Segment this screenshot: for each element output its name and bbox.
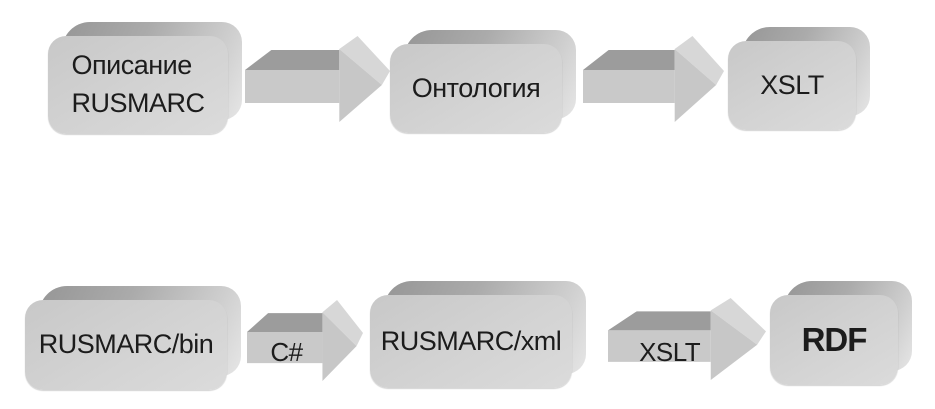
arrow-head-facet	[710, 297, 766, 345]
box-opisanie-rusmarc: Описание RUSMARC	[48, 22, 242, 134]
box-label: RUSMARC/bin	[38, 329, 214, 360]
flow-arrow-bottom-1: C#	[247, 299, 363, 382]
arrow-head	[339, 49, 382, 122]
flow-arrow-top-1	[245, 35, 390, 123]
right-arrow-icon	[608, 297, 766, 381]
right-arrow-icon	[245, 36, 390, 122]
right-arrow-icon	[247, 299, 363, 382]
box-label: RUSMARC/xml	[380, 325, 562, 356]
box-rusmarc-xml: RUSMARC/xml	[370, 281, 586, 388]
box-label: Онтология	[411, 72, 541, 103]
box-ontologiya: Онтология	[390, 30, 576, 133]
arrow-head	[710, 310, 758, 381]
arrow-head-facet	[339, 36, 390, 85]
box-face: RUSMARC/xml	[370, 295, 572, 388]
box-rdf: RDF	[770, 281, 912, 385]
box-xslt-top: XSLT	[728, 27, 870, 130]
box-label: XSLT	[760, 69, 824, 100]
arrow-label-xslt: XSLT	[639, 337, 701, 367]
right-arrow-icon	[583, 36, 724, 122]
arrow-shaft	[247, 332, 323, 364]
arrow-shaft	[608, 330, 711, 362]
box-rusmarc-bin: RUSMARC/bin	[25, 286, 241, 390]
box-face: XSLT	[728, 41, 856, 130]
box-face: RDF	[770, 295, 898, 385]
arrow-shaft	[245, 70, 340, 103]
box-label: Описание RUSMARC	[71, 50, 205, 118]
arrow-top-face	[583, 50, 675, 70]
flow-arrow-bottom-2: XSLT	[608, 297, 766, 381]
arrow-top-face	[247, 313, 323, 333]
box-label: RDF	[801, 320, 868, 358]
arrow-top-face	[608, 311, 711, 331]
box-face: Описание RUSMARC	[48, 36, 228, 134]
arrow-label-csharp: C#	[270, 337, 303, 367]
arrow-head-facet	[674, 36, 724, 85]
box-face: RUSMARC/bin	[25, 300, 227, 390]
arrow-top-face	[245, 50, 340, 70]
arrow-head-facet	[322, 299, 363, 347]
flow-arrow-top-2	[583, 35, 724, 123]
arrow-head	[674, 49, 717, 122]
arrow-head	[322, 312, 357, 382]
box-face: Онтология	[390, 44, 562, 133]
arrow-shaft	[583, 70, 675, 103]
